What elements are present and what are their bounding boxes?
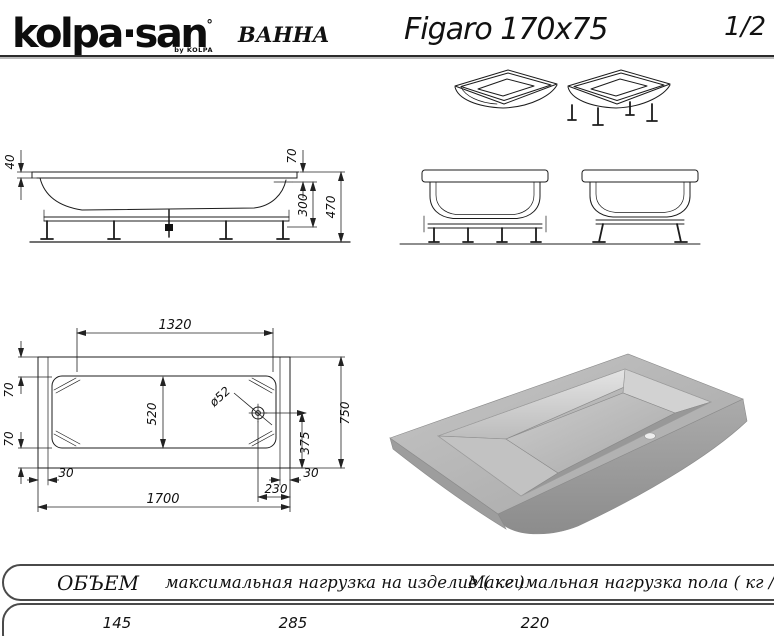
plan-tub-outline — [37, 356, 291, 486]
dim-30-right: 30 — [303, 466, 319, 480]
page-number: 1/2 — [724, 12, 766, 42]
table-value-max-load-product: 285 — [278, 614, 308, 632]
plan-view-drawing: 1320 70 70 520 ø52 375 750 — [2, 318, 352, 512]
logo-byline: by KOLPA — [174, 46, 213, 54]
table-header-row — [2, 564, 774, 601]
dim-230: 230 — [265, 482, 288, 496]
dim-1320: 1320 — [158, 318, 191, 333]
registered-mark: ° — [206, 18, 213, 33]
tub-render-shapes — [389, 353, 748, 535]
iso-tub-with-legs — [567, 69, 671, 126]
plan-dimensions: 1320 70 70 520 ø52 375 750 — [2, 318, 352, 512]
dim-drain-diameter: ø52 — [206, 384, 233, 410]
dim-520: 520 — [145, 402, 159, 425]
table-value-row — [2, 603, 774, 636]
side-elevation-dimensions: 40 70 300 470 — [3, 148, 345, 243]
dim-70-bottom: 70 — [2, 431, 16, 447]
product-model-title: Figaro 170x75 — [404, 12, 608, 47]
end-view-on-feet — [581, 169, 699, 243]
header-divider — [0, 55, 774, 57]
iso-tub-without-legs — [454, 69, 558, 109]
drain-trap — [165, 209, 173, 238]
side-elevation-drawing: 40 70 300 470 — [3, 148, 351, 243]
table-header-volume: ОБЪЕМ — [56, 571, 140, 595]
table-value-volume: 145 — [102, 614, 132, 632]
dim-1700: 1700 — [146, 492, 179, 507]
dim-70: 70 — [285, 148, 299, 164]
dim-30-left: 30 — [58, 466, 74, 480]
document-type-label: ВАННА — [238, 22, 330, 47]
dim-70-top: 70 — [2, 382, 16, 398]
table-header-max-load-product: максимальная нагрузка на изделие ( кг ) — [165, 573, 525, 592]
kolpa-san-logo: kolpa·san° by KOLPA — [12, 2, 227, 57]
end-elevations-drawing — [399, 169, 701, 245]
side-elevation-tub — [29, 171, 351, 243]
isometric-views-drawing — [454, 69, 671, 126]
table-header-max-load-floor: Максимальная нагрузка пола ( кг / м 2) — [468, 573, 774, 592]
logo-wordmark: kolpa·san° — [12, 11, 213, 57]
table-value-max-load-floor: 220 — [520, 614, 550, 632]
dim-375: 375 — [298, 432, 312, 455]
dim-40: 40 — [3, 154, 17, 170]
dim-470: 470 — [324, 195, 338, 218]
end-view-with-frame — [421, 169, 549, 243]
tub-3d-render — [389, 353, 748, 535]
support-legs — [40, 220, 290, 240]
dim-750: 750 — [338, 401, 352, 424]
dim-300: 300 — [296, 193, 310, 216]
